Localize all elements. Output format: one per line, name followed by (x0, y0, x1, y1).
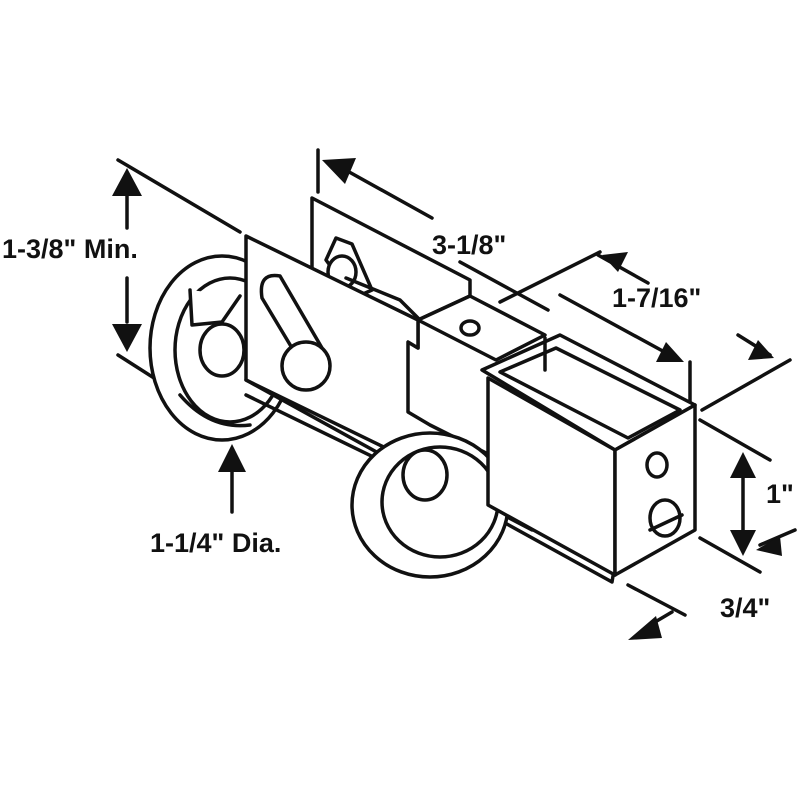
height-min-dimension (112, 158, 242, 387)
arrowhead-up (730, 452, 756, 478)
arrowhead-up (112, 168, 142, 196)
top-tab-face (416, 294, 547, 362)
depth-label: 3/4" (720, 593, 771, 623)
rear-axle (188, 288, 246, 378)
adjustment-slot (259, 273, 324, 360)
extension-line (626, 583, 687, 617)
adjustment-rivet (280, 340, 332, 392)
arrowhead-left (322, 158, 356, 184)
housing-hole (645, 451, 669, 479)
arrowhead-right (656, 342, 684, 362)
axle-bracket (188, 288, 242, 327)
arrowhead-up (218, 444, 246, 472)
arrowhead-left (628, 616, 662, 640)
width-label: 1-7/16" (612, 283, 702, 313)
tab-hole (459, 319, 481, 337)
extension-line (700, 358, 792, 412)
extension-line (116, 158, 242, 234)
arrowhead-down (730, 530, 756, 556)
length-label: 3-1/8" (432, 230, 507, 260)
length-dimension (316, 148, 602, 312)
depth-dimension (626, 583, 687, 640)
screw-slot (648, 513, 684, 532)
height-min-label: 1-3/8" Min. (2, 234, 138, 264)
rear-axle-cap (198, 322, 246, 378)
top-tab (416, 294, 547, 362)
body-height-label: 1" (766, 479, 794, 509)
wheel-diameter-label: 1-1/4" Dia. (150, 528, 282, 558)
dimension-line (458, 260, 550, 312)
arrowhead-down (112, 324, 142, 352)
front-axle-cap (401, 448, 449, 502)
spring-clip (344, 276, 420, 320)
extension-line (698, 536, 762, 574)
rear-wheel-groove (178, 393, 252, 428)
dimension-line (596, 253, 650, 285)
dimension-line (558, 293, 672, 357)
arrowhead-left (602, 252, 628, 272)
dimension-line (340, 166, 434, 220)
arrowhead-left (756, 536, 782, 556)
extension-line (698, 418, 772, 462)
front-wheel (350, 431, 510, 579)
width-dimension (558, 252, 792, 412)
extension-line (498, 250, 602, 304)
housing-block (480, 333, 697, 577)
body-height-dimension (698, 418, 797, 574)
arrowhead-right (748, 340, 774, 360)
wheel-diameter-dimension (218, 444, 246, 514)
